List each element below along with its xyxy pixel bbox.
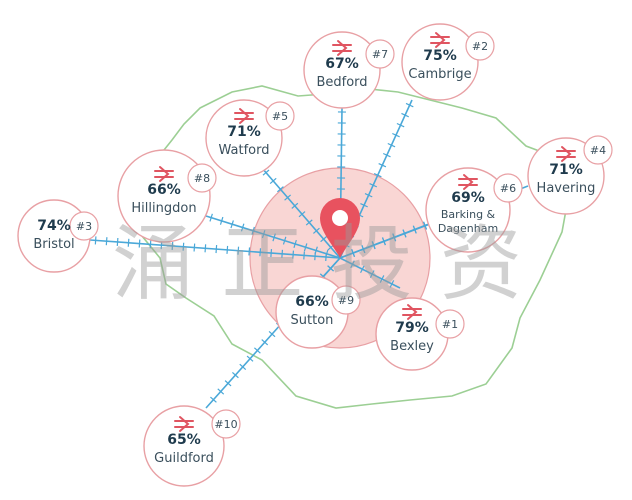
percent-value: 69%	[451, 190, 485, 206]
location-circle	[205, 99, 283, 177]
national-rail-icon	[402, 304, 422, 320]
place-name-line2: Dagenham	[438, 222, 498, 235]
percent-value: 66%	[147, 182, 181, 198]
rank-badge	[435, 309, 465, 339]
place-name: Watford	[219, 143, 270, 158]
rank-badge	[465, 31, 495, 61]
percent-value: 79%	[395, 320, 429, 336]
location-circle	[527, 137, 605, 215]
percent-value: 75%	[423, 48, 457, 64]
rank-badge	[493, 173, 523, 203]
place-name: Sutton	[291, 313, 334, 328]
national-rail-icon	[458, 174, 478, 190]
percent-value: 67%	[325, 56, 359, 72]
rank-label: #5	[272, 110, 288, 123]
location-node-guildford: #10 65% Guildford	[143, 405, 241, 487]
location-circle	[303, 31, 381, 109]
percent-value: 74%	[37, 218, 71, 234]
route-bexley	[339, 257, 401, 289]
national-rail-icon	[174, 416, 194, 432]
national-rail-icon	[556, 146, 576, 162]
location-node-sutton: #9 66% Sutton	[275, 275, 361, 349]
location-circle	[425, 167, 511, 253]
percent-value: 71%	[549, 162, 583, 178]
rank-label: #6	[500, 182, 516, 195]
rank-label: #1	[442, 318, 458, 331]
rank-label: #10	[214, 418, 237, 431]
place-name: Bristol	[33, 237, 74, 252]
national-rail-icon	[234, 108, 254, 124]
route-barking	[339, 221, 431, 259]
location-circle	[117, 149, 211, 243]
location-node-bexley: #1 79% Bexley	[375, 297, 465, 371]
route-hillingdon	[205, 213, 341, 259]
map-pin-icon	[320, 198, 360, 258]
place-name: Barking &	[441, 208, 496, 221]
place-name: Bexley	[390, 339, 434, 354]
rank-label: #4	[590, 144, 606, 157]
percent-value: 71%	[227, 124, 261, 140]
rank-label: #7	[372, 48, 388, 61]
location-node-bristol: #3 74% Bristol	[17, 199, 99, 273]
place-name: Cambrige	[408, 67, 471, 82]
location-node-cambrige: #2 75% Cambrige	[401, 23, 495, 101]
rank-badge	[211, 409, 241, 439]
place-name: Hillingdon	[131, 201, 196, 216]
rank-badge	[365, 39, 395, 69]
route-watford	[261, 167, 341, 259]
location-node-barking: #6 69% Barking &Dagenham	[425, 167, 523, 253]
rank-badge	[187, 163, 217, 193]
location-circle	[143, 405, 225, 487]
rank-badge	[265, 101, 295, 131]
rank-badge	[583, 135, 613, 165]
place-name: Bedford	[316, 75, 367, 90]
rank-badge	[331, 285, 361, 315]
percent-value: 66%	[295, 294, 329, 310]
rank-label: #3	[76, 220, 92, 233]
place-name: Guildford	[154, 451, 214, 466]
national-rail-icon	[430, 32, 450, 48]
national-rail-icon	[154, 166, 174, 182]
location-node-hillingdon: #8 66% Hillingdon	[117, 149, 217, 243]
location-circle	[401, 23, 479, 101]
rank-label: #9	[338, 294, 354, 307]
national-rail-icon	[332, 40, 352, 56]
location-node-havering: #4 71% Havering	[527, 135, 613, 215]
rank-label: #8	[194, 172, 210, 185]
location-node-watford: #5 71% Watford	[205, 99, 295, 177]
percent-value: 65%	[167, 432, 201, 448]
rank-label: #2	[472, 40, 488, 53]
location-nodes: #1 79% Bexley #2 75% Cambrige #3 74% Bristol #4 71…	[17, 23, 613, 487]
place-name: Havering	[537, 181, 596, 196]
rank-badge	[69, 211, 99, 241]
location-node-bedford: #7 67% Bedford	[303, 31, 395, 109]
